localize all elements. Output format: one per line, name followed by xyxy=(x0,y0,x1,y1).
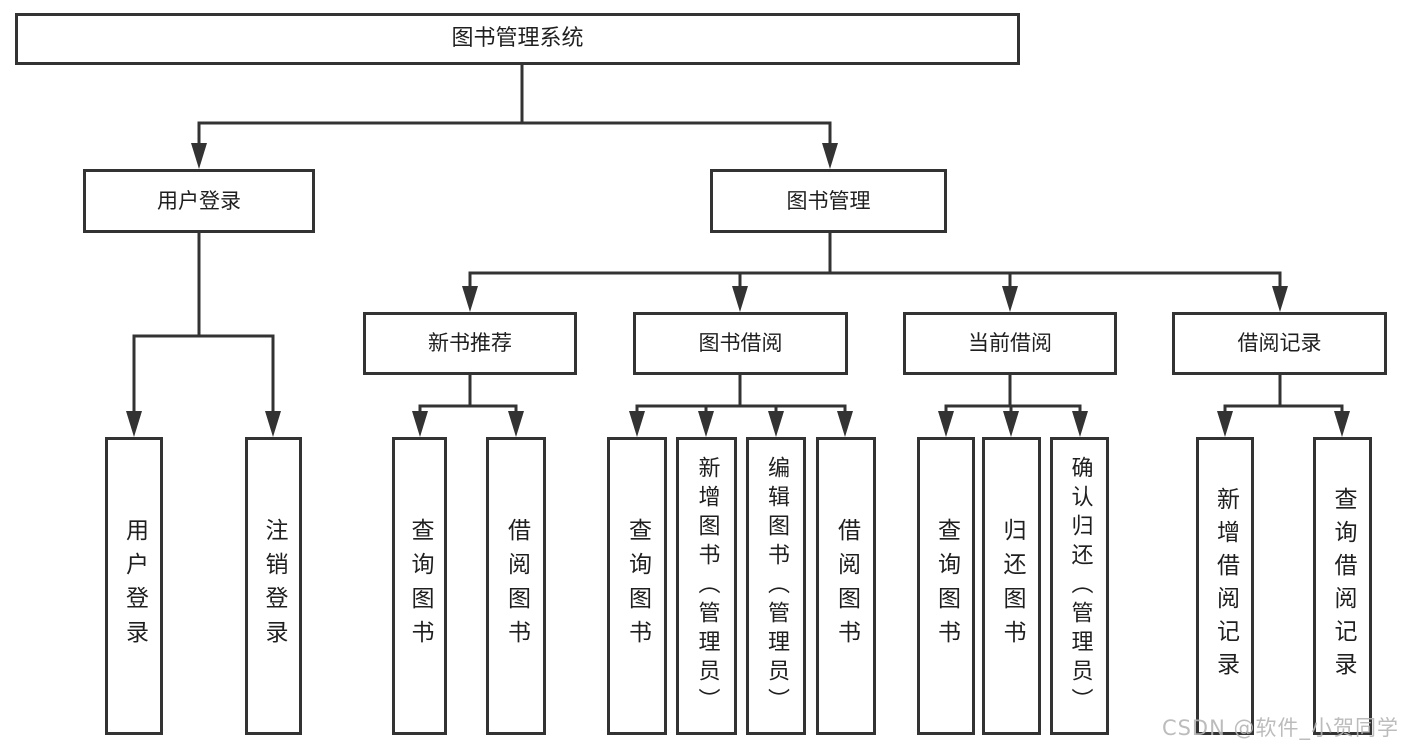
node-label: 图书管理系统 xyxy=(451,26,584,51)
node-book-borrow: 图书借阅 xyxy=(633,312,848,375)
node-label: 新书推荐 xyxy=(428,331,512,355)
node-label: 用户登录 xyxy=(121,518,148,654)
node-label: 用户登录 xyxy=(157,188,241,213)
node-label: 借阅图书 xyxy=(833,518,860,654)
leaf-edit-books-admin: 编辑图书（管理员） xyxy=(746,437,806,735)
leaf-logout: 注销登录 xyxy=(245,437,302,735)
node-label: 查询借阅记录 xyxy=(1330,487,1356,685)
node-label: 当前借阅 xyxy=(968,331,1052,355)
node-label: 借阅图书 xyxy=(503,518,530,654)
leaf-user-login: 用户登录 xyxy=(105,437,163,735)
node-label: 借阅记录 xyxy=(1237,331,1322,355)
node-current-borrow: 当前借阅 xyxy=(903,312,1117,375)
watermark: CSDN @软件_小贺同学 xyxy=(1161,716,1399,740)
leaf-query-books-borrow: 查询图书 xyxy=(607,437,667,735)
node-label: 归还图书 xyxy=(999,518,1025,654)
leaf-borrow-books-recommend: 借阅图书 xyxy=(486,437,546,735)
node-label: 查询图书 xyxy=(933,518,960,654)
leaf-query-books-current: 查询图书 xyxy=(917,437,975,735)
node-book-management: 图书管理 xyxy=(710,169,947,233)
node-label: 新增图书（管理员） xyxy=(694,455,720,717)
leaf-add-books-admin: 新增图书（管理员） xyxy=(676,437,737,735)
node-label: 确认归还（管理员） xyxy=(1067,455,1093,717)
node-library-management-system: 图书管理系统 xyxy=(15,13,1020,65)
node-label: 图书管理 xyxy=(786,188,871,213)
node-user-login: 用户登录 xyxy=(83,169,315,233)
node-new-book-recommend: 新书推荐 xyxy=(363,312,577,375)
node-label: 图书借阅 xyxy=(698,331,783,355)
leaf-confirm-return-admin: 确认归还（管理员） xyxy=(1050,437,1109,735)
node-label: 新增借阅记录 xyxy=(1212,487,1239,685)
node-label: 查询图书 xyxy=(624,518,651,654)
node-label: 编辑图书（管理员） xyxy=(764,455,789,717)
leaf-query-books-recommend: 查询图书 xyxy=(392,437,447,735)
leaf-return-books: 归还图书 xyxy=(982,437,1041,735)
node-borrow-records: 借阅记录 xyxy=(1172,312,1387,375)
node-label: 注销登录 xyxy=(261,518,287,654)
node-label: 查询图书 xyxy=(407,518,433,654)
leaf-query-borrow-record: 查询借阅记录 xyxy=(1313,437,1372,735)
leaf-add-borrow-record: 新增借阅记录 xyxy=(1196,437,1254,735)
leaf-borrow-books: 借阅图书 xyxy=(816,437,876,735)
